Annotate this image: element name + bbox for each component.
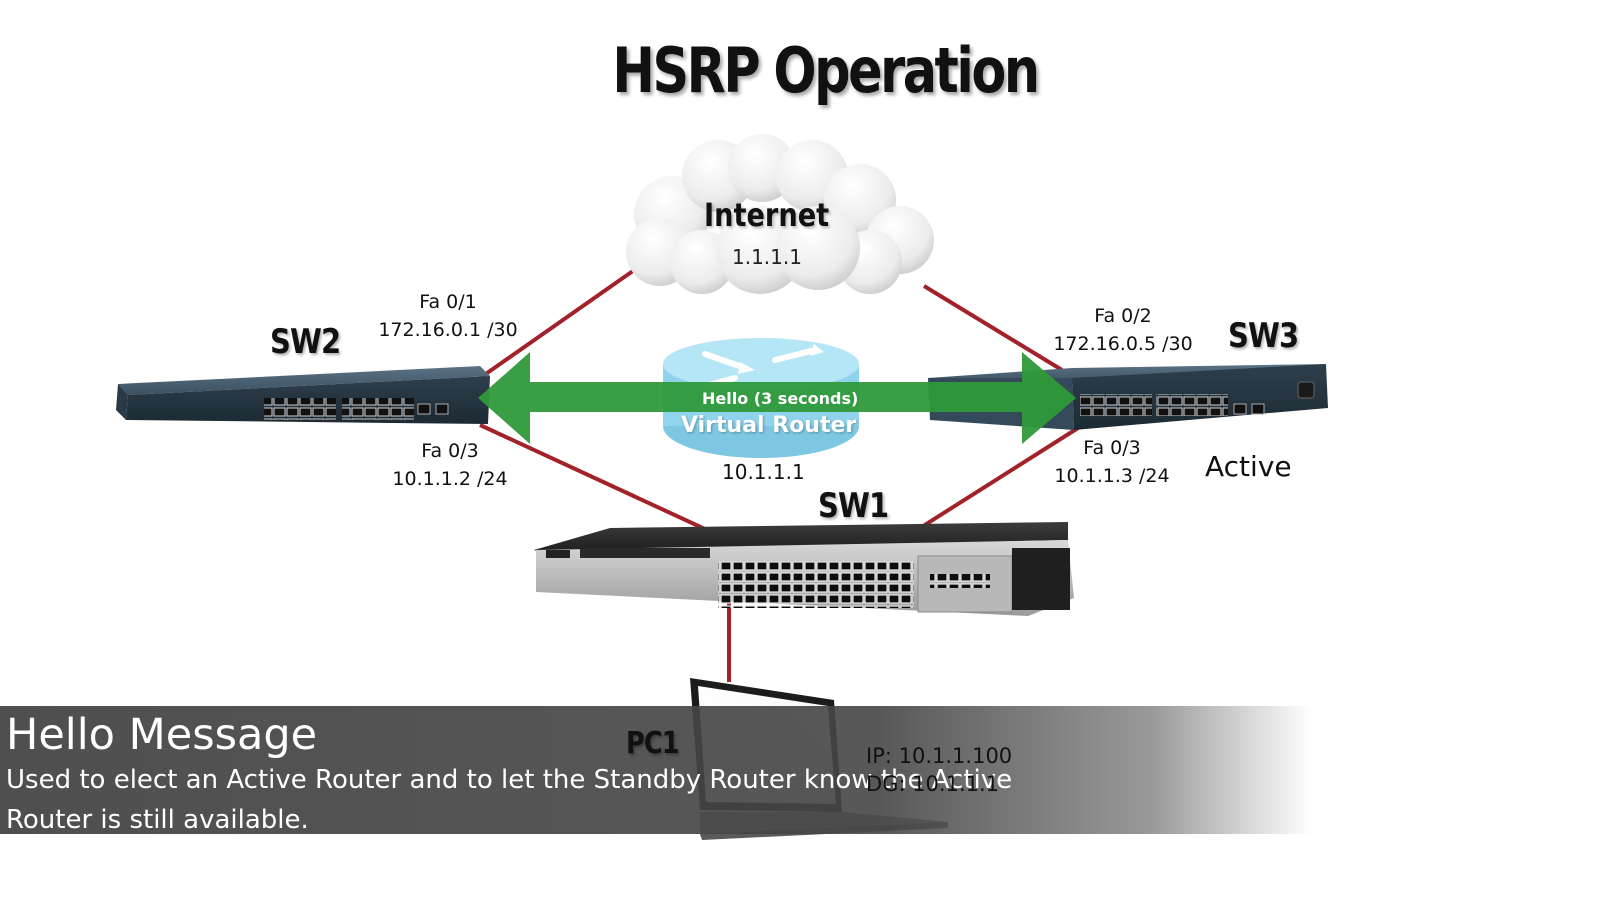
sw3-role-label: Active xyxy=(1205,450,1292,483)
sw2-downlink-ip: 10.1.1.2 /24 xyxy=(392,468,508,490)
sw2-uplink-port: Fa 0/1 xyxy=(419,291,477,313)
pc1-ip: IP: 10.1.1.100 xyxy=(866,744,1013,768)
internet-label: Internet xyxy=(704,196,830,234)
hello-arrow xyxy=(478,352,1076,444)
sw2-downlink: Fa 0/3 10.1.1.2 /24 xyxy=(390,437,510,493)
virtual-router-ip: 10.1.1.1 xyxy=(722,460,805,484)
sw2-uplink-ip: 172.16.0.1 /30 xyxy=(378,319,518,341)
sw3-downlink-port: Fa 0/3 xyxy=(1083,437,1141,459)
pc1-addressing: IP: 10.1.1.100 DG: 10.1.1.1 xyxy=(866,742,1012,798)
caption-body: Used to elect an Active Router and to le… xyxy=(6,765,1013,835)
sw1-label: SW1 xyxy=(818,486,889,526)
caption-title: Hello Message xyxy=(6,710,318,760)
hello-label: Hello (3 seconds) xyxy=(702,389,859,408)
diagram-title: HSRP Operation xyxy=(612,34,1040,107)
sw2-switch-icon xyxy=(116,366,490,424)
sw3-downlink: Fa 0/3 10.1.1.3 /24 xyxy=(1052,434,1172,490)
sw3-label: SW3 xyxy=(1228,316,1299,356)
sw2-downlink-port: Fa 0/3 xyxy=(421,440,479,462)
sw2-label: SW2 xyxy=(270,322,341,362)
link-sw3-internet xyxy=(922,284,1064,372)
sw1-switch-icon xyxy=(534,522,1074,616)
sw3-uplink: Fa 0/2 172.16.0.5 /30 xyxy=(1052,302,1194,358)
cloud-icon xyxy=(626,134,934,294)
link-sw2-internet xyxy=(478,264,642,380)
sw3-uplink-ip: 172.16.0.5 /30 xyxy=(1053,333,1193,355)
sw2-uplink: Fa 0/1 172.16.0.1 /30 xyxy=(378,288,518,344)
sw3-downlink-ip: 10.1.1.3 /24 xyxy=(1054,465,1170,487)
sw3-uplink-port: Fa 0/2 xyxy=(1094,305,1152,327)
caption-bar: Hello Message Used to elect an Active Ro… xyxy=(0,706,1600,835)
pc1-label: PC1 xyxy=(626,726,679,761)
virtual-router-label: Virtual Router xyxy=(681,413,857,438)
internet-ip: 1.1.1.1 xyxy=(732,245,802,269)
pc1-gateway: DG: 10.1.1.1 xyxy=(866,772,1000,796)
